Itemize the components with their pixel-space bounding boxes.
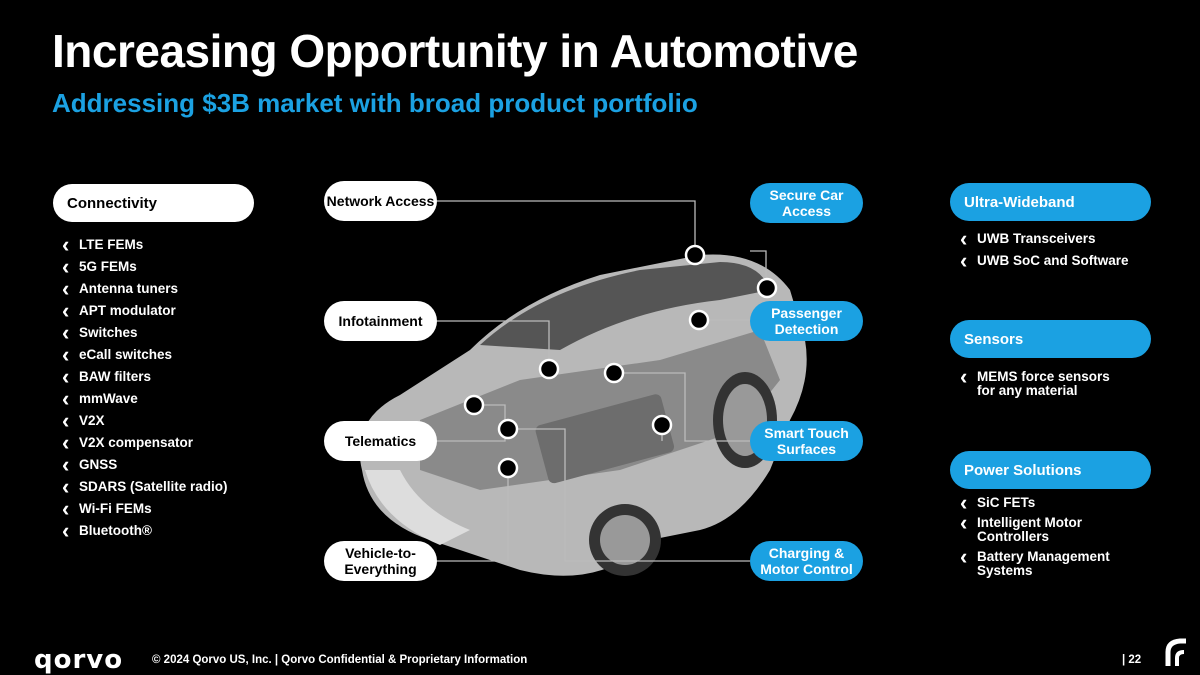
connectivity-header: Connectivity bbox=[53, 184, 254, 222]
power-list: ‹SiC FETs‹Intelligent Motor Controllers‹… bbox=[960, 490, 1110, 584]
uwb-list: ‹ UWB Transceivers ‹ UWB SoC and Software bbox=[960, 226, 1129, 276]
sensors-list: ‹ MEMS force sensors for any material bbox=[960, 364, 1110, 398]
chevron-bullet-icon: ‹ bbox=[62, 342, 70, 367]
slide-title: Increasing Opportunity in Automotive bbox=[52, 25, 858, 77]
footer-copyright: © 2024 Qorvo US, Inc. | Qorvo Confidenti… bbox=[152, 654, 528, 666]
list-item-label: UWB Transceivers bbox=[977, 231, 1096, 246]
list-item-label: V2X compensator bbox=[79, 435, 194, 450]
chevron-bullet-icon: ‹ bbox=[62, 364, 70, 389]
list-item: ‹ LTE FEMs bbox=[62, 232, 228, 260]
list-item-label: BAW filters bbox=[79, 369, 152, 384]
connector-lines bbox=[437, 200, 767, 562]
list-item-label: V2X bbox=[79, 413, 105, 428]
callout-charging-motor: Charging & Motor Control bbox=[750, 541, 863, 581]
hotspot-dots bbox=[463, 244, 778, 479]
callout-infotainment: Infotainment bbox=[324, 301, 437, 341]
chevron-bullet-icon: ‹ bbox=[62, 474, 70, 499]
callout-network-access: Network Access bbox=[324, 181, 437, 221]
list-item: ‹ Battery Management Systems bbox=[960, 544, 1110, 578]
uwb-header: Ultra-Wideband bbox=[950, 183, 1151, 221]
chevron-bullet-icon: ‹ bbox=[62, 518, 70, 543]
list-item: ‹ 5G FEMs bbox=[62, 254, 228, 282]
list-item: ‹ UWB SoC and Software bbox=[960, 248, 1129, 273]
callout-secure-car-access: Secure Car Access bbox=[750, 183, 863, 223]
list-item-label: SiC FETs bbox=[977, 495, 1036, 510]
list-item: ‹ Antenna tuners bbox=[62, 276, 228, 304]
list-item: ‹ SiC FETs bbox=[960, 490, 1110, 515]
page-number: | 22 bbox=[1122, 654, 1142, 666]
list-item: ‹ BAW filters bbox=[62, 364, 228, 392]
list-item: ‹ UWB Transceivers bbox=[960, 226, 1129, 251]
list-item: ‹ mmWave bbox=[62, 386, 228, 414]
chevron-bullet-icon: ‹ bbox=[960, 364, 968, 389]
chevron-bullet-icon: ‹ bbox=[960, 248, 968, 273]
list-item: ‹ Bluetooth® bbox=[62, 518, 228, 546]
list-item: ‹ APT modulator bbox=[62, 298, 228, 326]
list-item-label: Bluetooth® bbox=[79, 523, 152, 538]
connectivity-header-label: Connectivity bbox=[67, 194, 158, 212]
list-item-label: LTE FEMs bbox=[79, 237, 144, 252]
list-item-label: eCall switches bbox=[79, 347, 173, 362]
callout-smart-touch: Smart Touch Surfaces bbox=[750, 421, 863, 461]
chevron-bullet-icon: ‹ bbox=[62, 408, 70, 433]
qorvo-logo: qorvo bbox=[34, 645, 124, 675]
list-item-label: APT modulator bbox=[79, 303, 176, 318]
list-item-label: Intelligent Motor Controllers bbox=[977, 515, 1082, 544]
chevron-bullet-icon: ‹ bbox=[960, 226, 968, 251]
slide-subtitle: Addressing $3B market with broad product… bbox=[52, 88, 698, 118]
chevron-bullet-icon: ‹ bbox=[62, 430, 70, 455]
sensors-header-label: Sensors bbox=[964, 330, 1024, 348]
list-item-label: 5G FEMs bbox=[79, 259, 137, 274]
chevron-bullet-icon: ‹ bbox=[960, 490, 968, 515]
callout-passenger-detection: Passenger Detection bbox=[750, 301, 863, 341]
list-item: ‹ Wi-Fi FEMs bbox=[62, 496, 228, 524]
chevron-bullet-icon: ‹ bbox=[62, 298, 70, 323]
list-item: ‹ eCall switches bbox=[62, 342, 228, 370]
list-item-label: Antenna tuners bbox=[79, 281, 179, 296]
power-header: Power Solutions bbox=[950, 451, 1151, 489]
list-item-label: Wi-Fi FEMs bbox=[79, 501, 152, 516]
list-item-label: Battery Management Systems bbox=[977, 549, 1110, 578]
qorvo-mark-icon bbox=[1165, 638, 1186, 666]
list-item: ‹ MEMS force sensors for any material bbox=[960, 364, 1110, 398]
callout-telematics: Telematics bbox=[324, 421, 437, 461]
list-item-label: Switches bbox=[79, 325, 138, 340]
chevron-bullet-icon: ‹ bbox=[62, 254, 70, 279]
connectivity-list: ‹ LTE FEMs ‹ 5G FEMs ‹ Antenna tuners ‹ APT mod… bbox=[62, 232, 228, 546]
list-item: ‹ GNSS bbox=[62, 452, 228, 480]
list-item: ‹ Intelligent Motor Controllers bbox=[960, 510, 1110, 544]
sensors-header: Sensors bbox=[950, 320, 1151, 358]
list-item-label: GNSS bbox=[79, 457, 118, 472]
list-item: ‹ V2X compensator bbox=[62, 430, 228, 458]
chevron-bullet-icon: ‹ bbox=[62, 452, 70, 477]
chevron-bullet-icon: ‹ bbox=[960, 510, 968, 535]
chevron-bullet-icon: ‹ bbox=[960, 544, 968, 569]
list-item-label: UWB SoC and Software bbox=[977, 253, 1129, 268]
callout-v2x: Vehicle-to- Everything bbox=[324, 541, 437, 581]
list-item: ‹ Switches bbox=[62, 320, 228, 348]
list-item: ‹ SDARS (Satellite radio) bbox=[62, 474, 228, 502]
list-item-label: MEMS force sensors for any material bbox=[977, 369, 1110, 398]
chevron-bullet-icon: ‹ bbox=[62, 320, 70, 345]
chevron-bullet-icon: ‹ bbox=[62, 232, 70, 257]
car-illustration bbox=[359, 254, 807, 576]
list-item: ‹ V2X bbox=[62, 408, 228, 436]
chevron-bullet-icon: ‹ bbox=[62, 276, 70, 301]
uwb-header-label: Ultra-Wideband bbox=[964, 193, 1075, 211]
chevron-bullet-icon: ‹ bbox=[62, 386, 70, 411]
list-item-label: SDARS (Satellite radio) bbox=[79, 479, 228, 494]
list-item-label: mmWave bbox=[79, 391, 138, 406]
power-header-label: Power Solutions bbox=[964, 461, 1082, 479]
chevron-bullet-icon: ‹ bbox=[62, 496, 70, 521]
